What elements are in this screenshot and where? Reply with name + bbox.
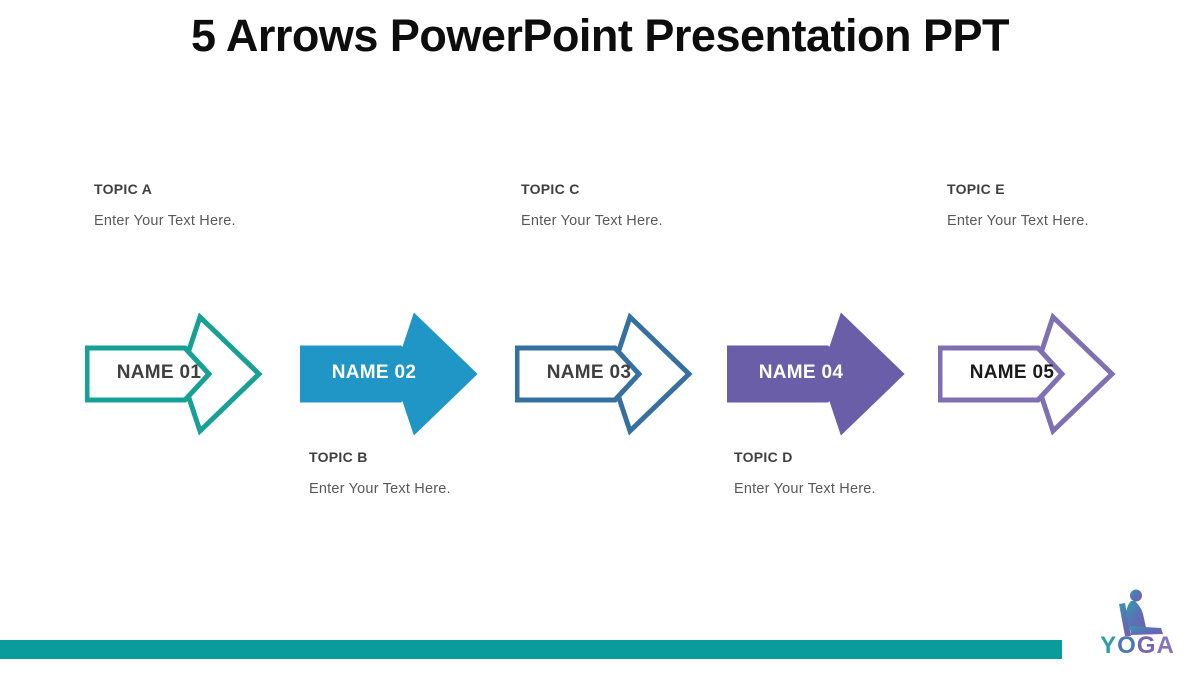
arrow-02-label: NAME 02 [331,362,417,383]
logo-letter-o: O [1117,632,1137,659]
yoga-logo-text: YOGA [1075,634,1200,658]
right-arrow-icon [727,312,905,436]
arrow-05: NAME 05 [938,311,1118,437]
topic-b-text: Enter Your Text Here. [309,481,451,497]
topic-e-label: TOPIC E [947,181,1005,197]
topic-d-label: TOPIC D [734,449,793,465]
arrow-01-label: NAME 01 [116,362,202,383]
topic-c-text: Enter Your Text Here. [521,213,663,229]
topic-e: TOPIC E Enter Your Text Here. [947,181,1089,229]
topic-b: TOPIC B Enter Your Text Here. [309,449,451,497]
arrow-03-label: NAME 03 [546,362,632,383]
footer-bar [0,640,1062,659]
arrow-04: NAME 04 [727,311,907,437]
topic-a: TOPIC A Enter Your Text Here. [94,181,236,229]
page-title: 5 Arrows PowerPoint Presentation PPT [190,10,1010,61]
topic-e-text: Enter Your Text Here. [947,213,1089,229]
right-arrow-icon [938,312,1116,436]
yoga-logo: YOGA [1075,588,1200,668]
arrow-05-label: NAME 05 [969,362,1055,383]
topic-d: TOPIC D Enter Your Text Here. [734,449,876,497]
arrow-04-label: NAME 04 [758,362,844,383]
logo-letter-y: Y [1100,632,1118,659]
topic-a-text: Enter Your Text Here. [94,213,236,229]
topic-d-text: Enter Your Text Here. [734,481,876,497]
yoga-figure-icon [1119,589,1163,636]
arrow-01: NAME 01 [85,311,265,437]
topic-c: TOPIC C Enter Your Text Here. [521,181,663,229]
right-arrow-icon [300,312,478,436]
right-arrow-icon [85,312,263,436]
topic-a-label: TOPIC A [94,181,153,197]
logo-letter-g: G [1136,632,1157,659]
right-arrow-icon [515,312,693,436]
topic-b-label: TOPIC B [309,449,368,465]
arrow-03: NAME 03 [515,311,695,437]
logo-letter-a: A [1156,632,1175,659]
arrow-02: NAME 02 [300,311,480,437]
topic-c-label: TOPIC C [521,181,580,197]
